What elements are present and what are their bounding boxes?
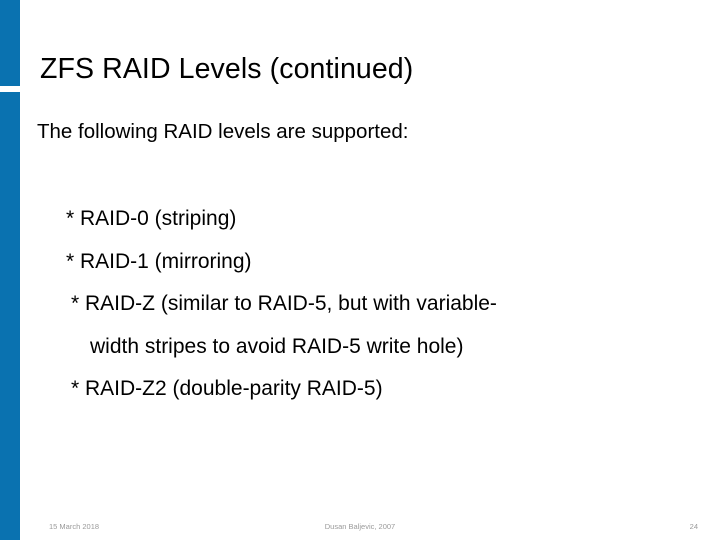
list-item: * RAID-Z2 (double-parity RAID-5) [71,377,383,400]
accent-bar-top [0,0,20,86]
list-item: * RAID-Z (similar to RAID-5, but with va… [71,292,497,315]
footer-page-number: 24 [689,522,698,531]
list-item-continuation: width stripes to avoid RAID-5 write hole… [90,334,464,358]
footer-date: 15 March 2018 [49,522,100,531]
bullet-list: * RAID-0 (striping) * RAID-1 (mirroring)… [37,198,707,411]
footer-author: Dusan Baljevic, 2007 [324,522,396,531]
list-item: * RAID-0 (striping) [66,207,237,230]
accent-bar-bottom [0,92,20,540]
list-item: * RAID-1 (mirroring) [66,249,252,273]
slide-title: ZFS RAID Levels (continued) [40,53,414,85]
slide-intro-text: The following RAID levels are supported: [37,120,409,143]
